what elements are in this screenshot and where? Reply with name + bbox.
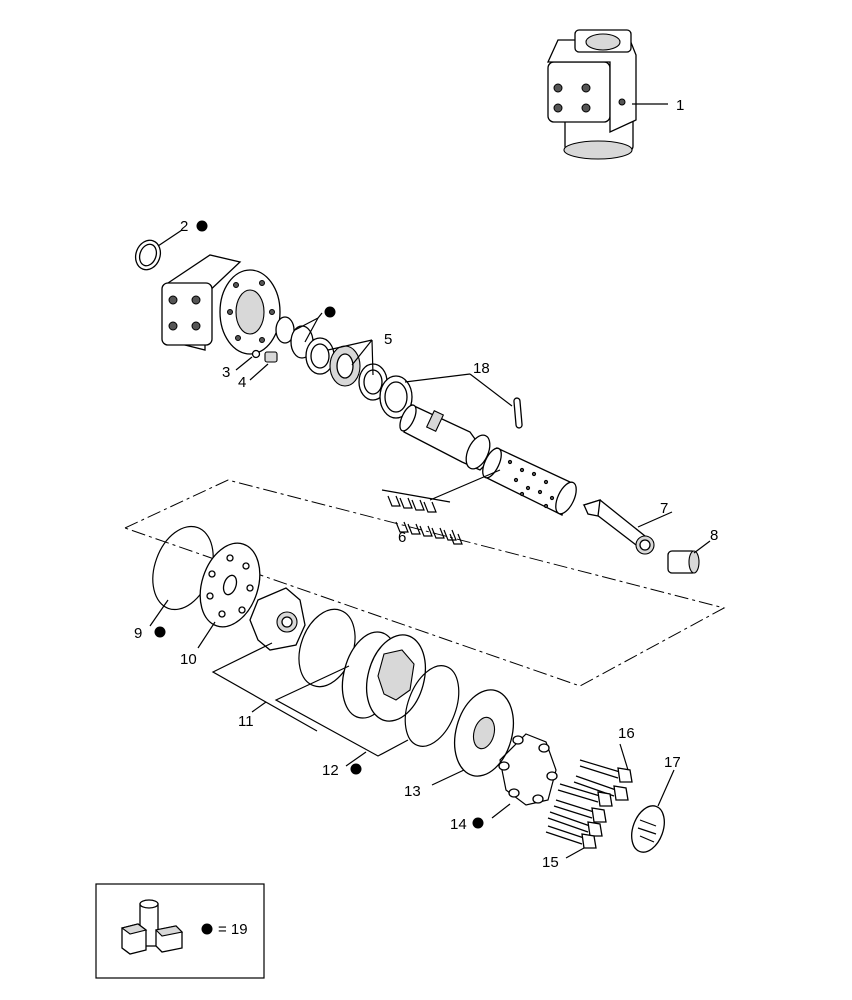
leader-12: [345, 751, 367, 767]
callout-3: 3: [222, 364, 230, 381]
bracket-12: [274, 665, 409, 757]
callout-7: 7: [660, 500, 668, 517]
spool: [399, 404, 491, 471]
part-8-cap: [667, 540, 711, 574]
callout-11: 11: [238, 713, 254, 730]
rotor: [249, 587, 306, 651]
part-15-16-bolts: [545, 743, 633, 859]
callout-18: 18: [473, 360, 490, 377]
callout-5: 5: [384, 331, 392, 348]
callout-1: 1: [676, 97, 684, 114]
callout-15: 15: [542, 854, 559, 871]
part-1-steering-unit: [546, 29, 668, 160]
legend-box: = 19: [95, 883, 265, 979]
part-14-washers: [491, 733, 558, 819]
callout-6: 6: [398, 529, 406, 546]
bullet-marker: [196, 220, 208, 232]
callout-14: 14: [450, 816, 467, 833]
callout-17: 17: [664, 754, 681, 771]
callout-8: 8: [710, 527, 718, 544]
callout-16: 16: [618, 725, 635, 742]
callout-13: 13: [404, 783, 421, 800]
part-10-plate: [197, 542, 261, 649]
part-17-label-plate: [631, 769, 675, 853]
callout-12: 12: [322, 762, 339, 779]
stator: [341, 631, 426, 722]
part-13-end-cover: [431, 689, 514, 786]
callout-10: 10: [180, 651, 197, 668]
bullet-marker: [472, 817, 484, 829]
callout-2: 2: [180, 218, 188, 235]
part-4-valve: [249, 351, 278, 381]
legend-text: = 19: [218, 921, 248, 938]
part-2-ring: [134, 229, 183, 271]
bracket-11: [211, 642, 318, 732]
part-7-shaft: [582, 499, 673, 555]
part-3-ball: [235, 349, 261, 371]
bullet-marker: [324, 306, 336, 318]
callout-9: 9: [134, 625, 142, 642]
legend-bullet: [201, 923, 213, 935]
bullet-marker: [350, 763, 362, 775]
kit-icon: [120, 899, 184, 955]
leader-11: [251, 701, 267, 713]
bullet-marker: [154, 626, 166, 638]
part-5-seal-set: [275, 312, 413, 419]
housing: [161, 254, 281, 355]
part-18-pin: [404, 373, 523, 429]
callout-4: 4: [238, 374, 246, 391]
sleeve: [482, 447, 577, 516]
ring-rear: [404, 665, 460, 747]
assembly-boundary: [124, 479, 726, 687]
part-6-springs: [381, 469, 501, 545]
